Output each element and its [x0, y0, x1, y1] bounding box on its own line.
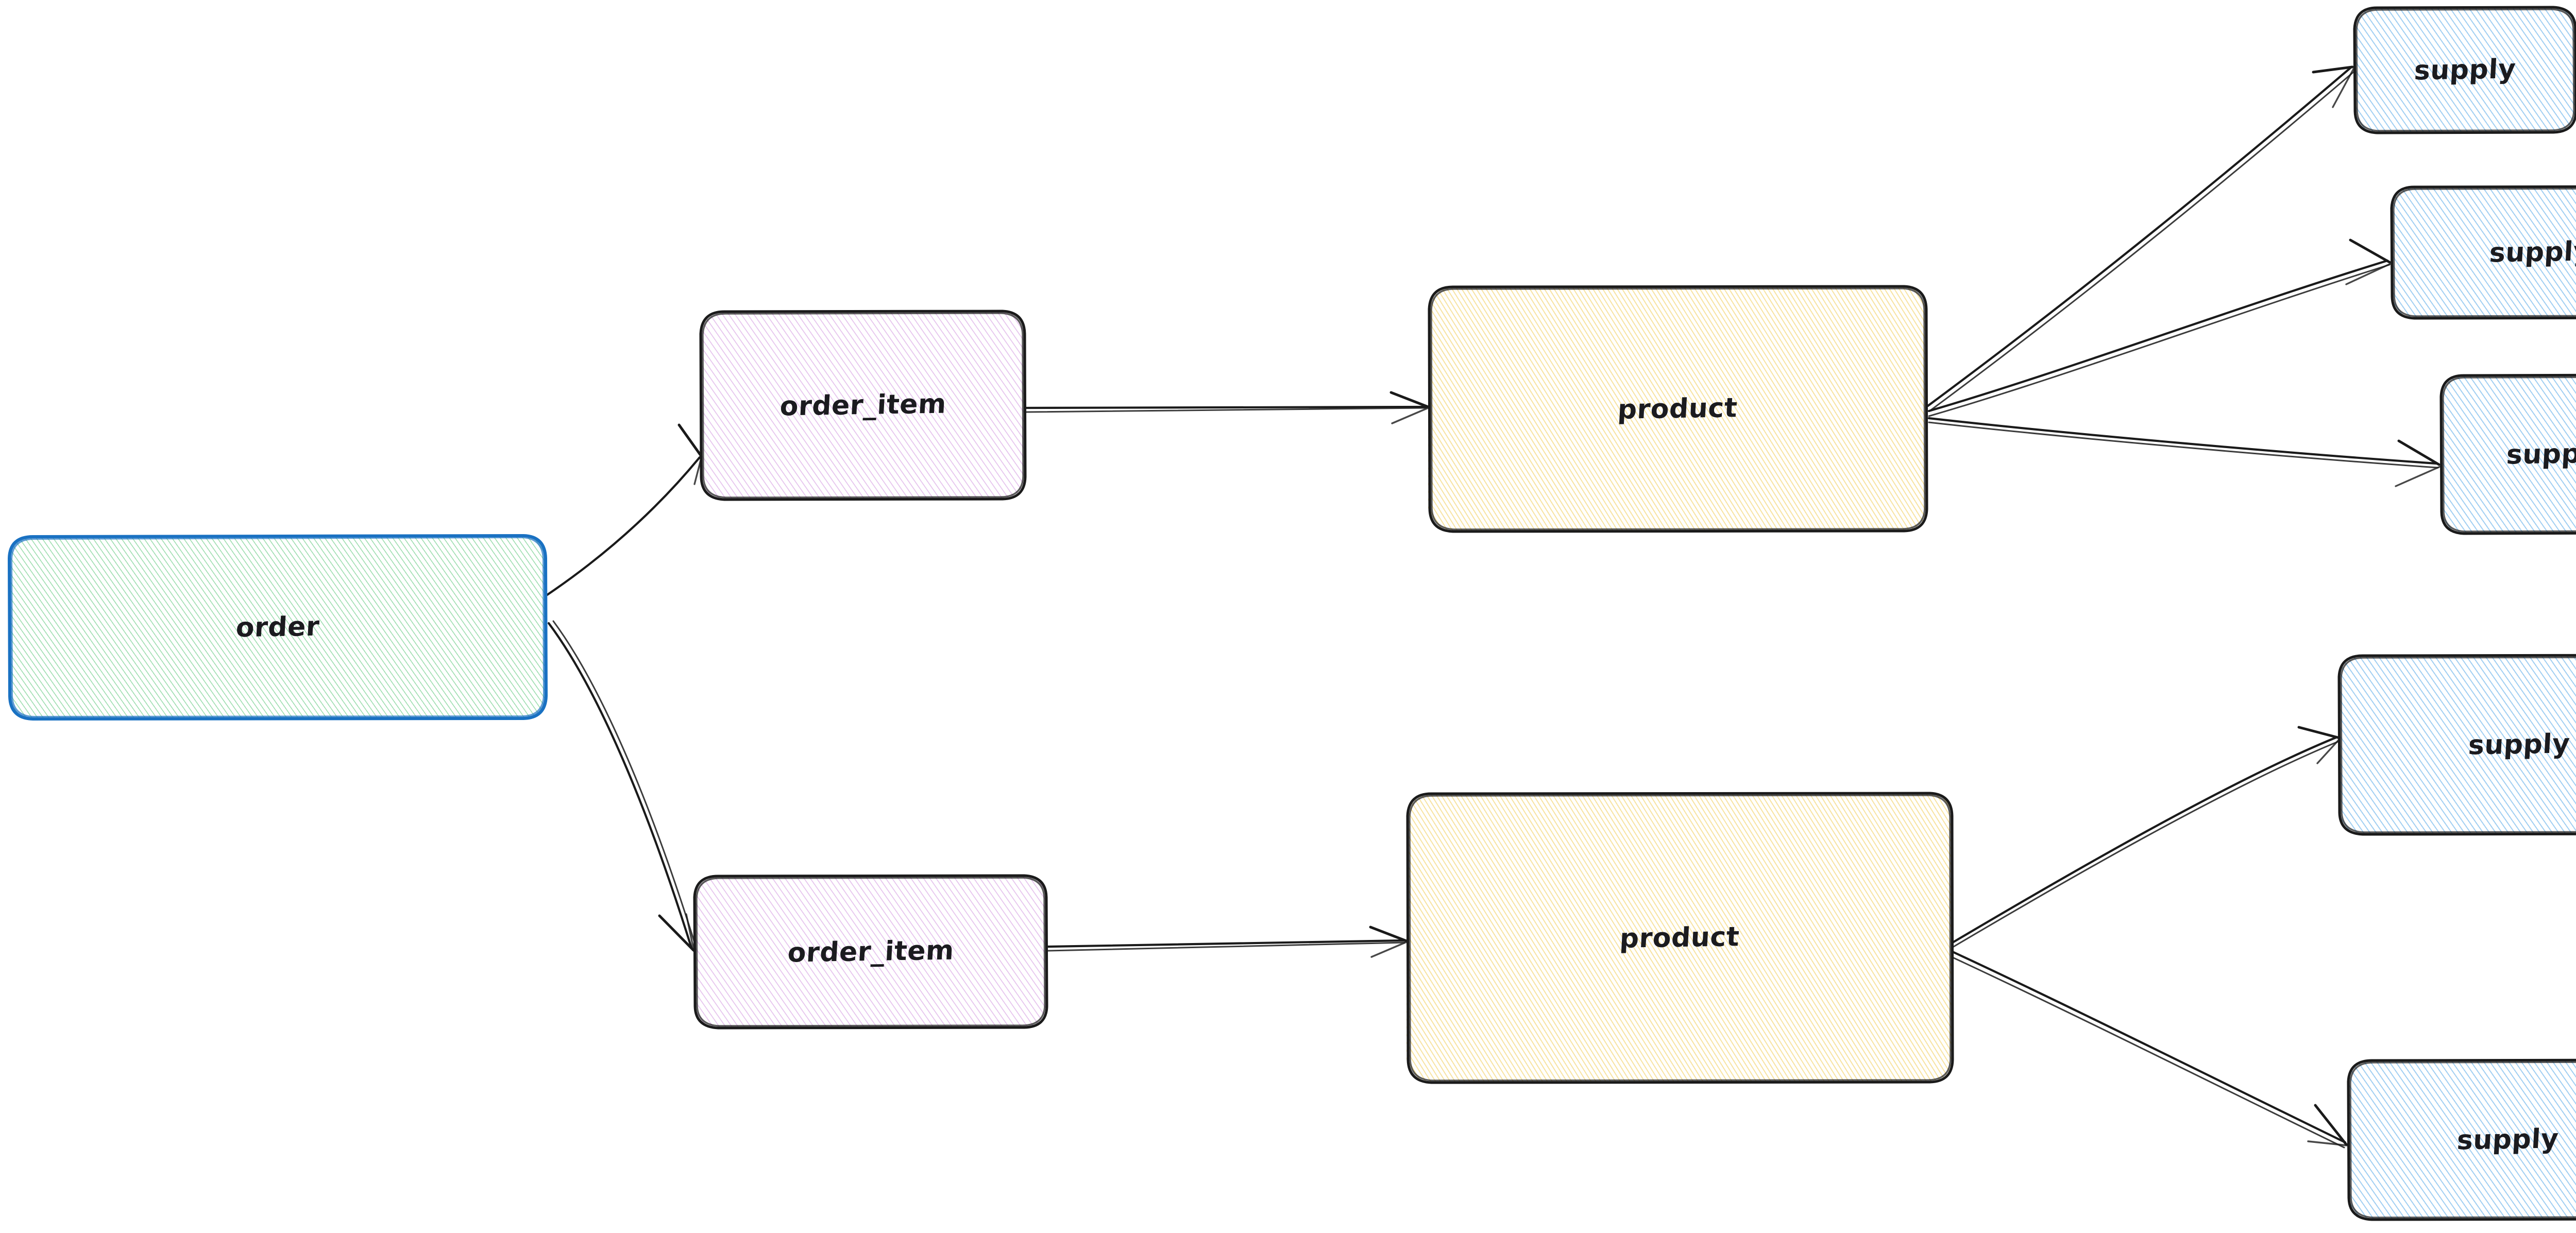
node-border	[2337, 654, 2576, 836]
node-border	[1428, 285, 1928, 533]
node-label: supply	[2505, 438, 2576, 471]
node-border	[2390, 185, 2576, 320]
node-border	[2439, 373, 2576, 535]
node-border	[1406, 792, 1954, 1084]
node-supply-5[interactable]: supply	[2347, 1058, 2576, 1221]
node-product-bottom[interactable]: product	[1406, 792, 1954, 1084]
node-supply-2[interactable]: supply	[2390, 185, 2576, 320]
node-label: supply	[2413, 54, 2517, 87]
node-label: supply	[2456, 1123, 2560, 1156]
node-supply-1[interactable]: supply	[2353, 6, 2576, 134]
node-label: order_item	[778, 388, 947, 422]
node-order-item-bottom[interactable]: order_item	[693, 874, 1048, 1030]
node-order-item-top[interactable]: order_item	[699, 310, 1027, 501]
node-label: order_item	[786, 935, 955, 969]
node-supply-3[interactable]: supply	[2439, 373, 2576, 535]
node-label: product	[1619, 921, 1740, 954]
node-border	[8, 534, 548, 721]
node-product-top[interactable]: product	[1428, 285, 1928, 533]
node-border	[2353, 6, 2576, 134]
node-border	[699, 310, 1027, 501]
node-label: product	[1617, 392, 1738, 425]
node-supply-4[interactable]: supply	[2337, 654, 2576, 836]
node-label: supply	[2488, 236, 2576, 269]
node-order[interactable]: order	[8, 534, 548, 721]
node-border	[2347, 1058, 2576, 1221]
node-label: order	[235, 611, 320, 643]
node-label: supply	[2467, 728, 2571, 761]
